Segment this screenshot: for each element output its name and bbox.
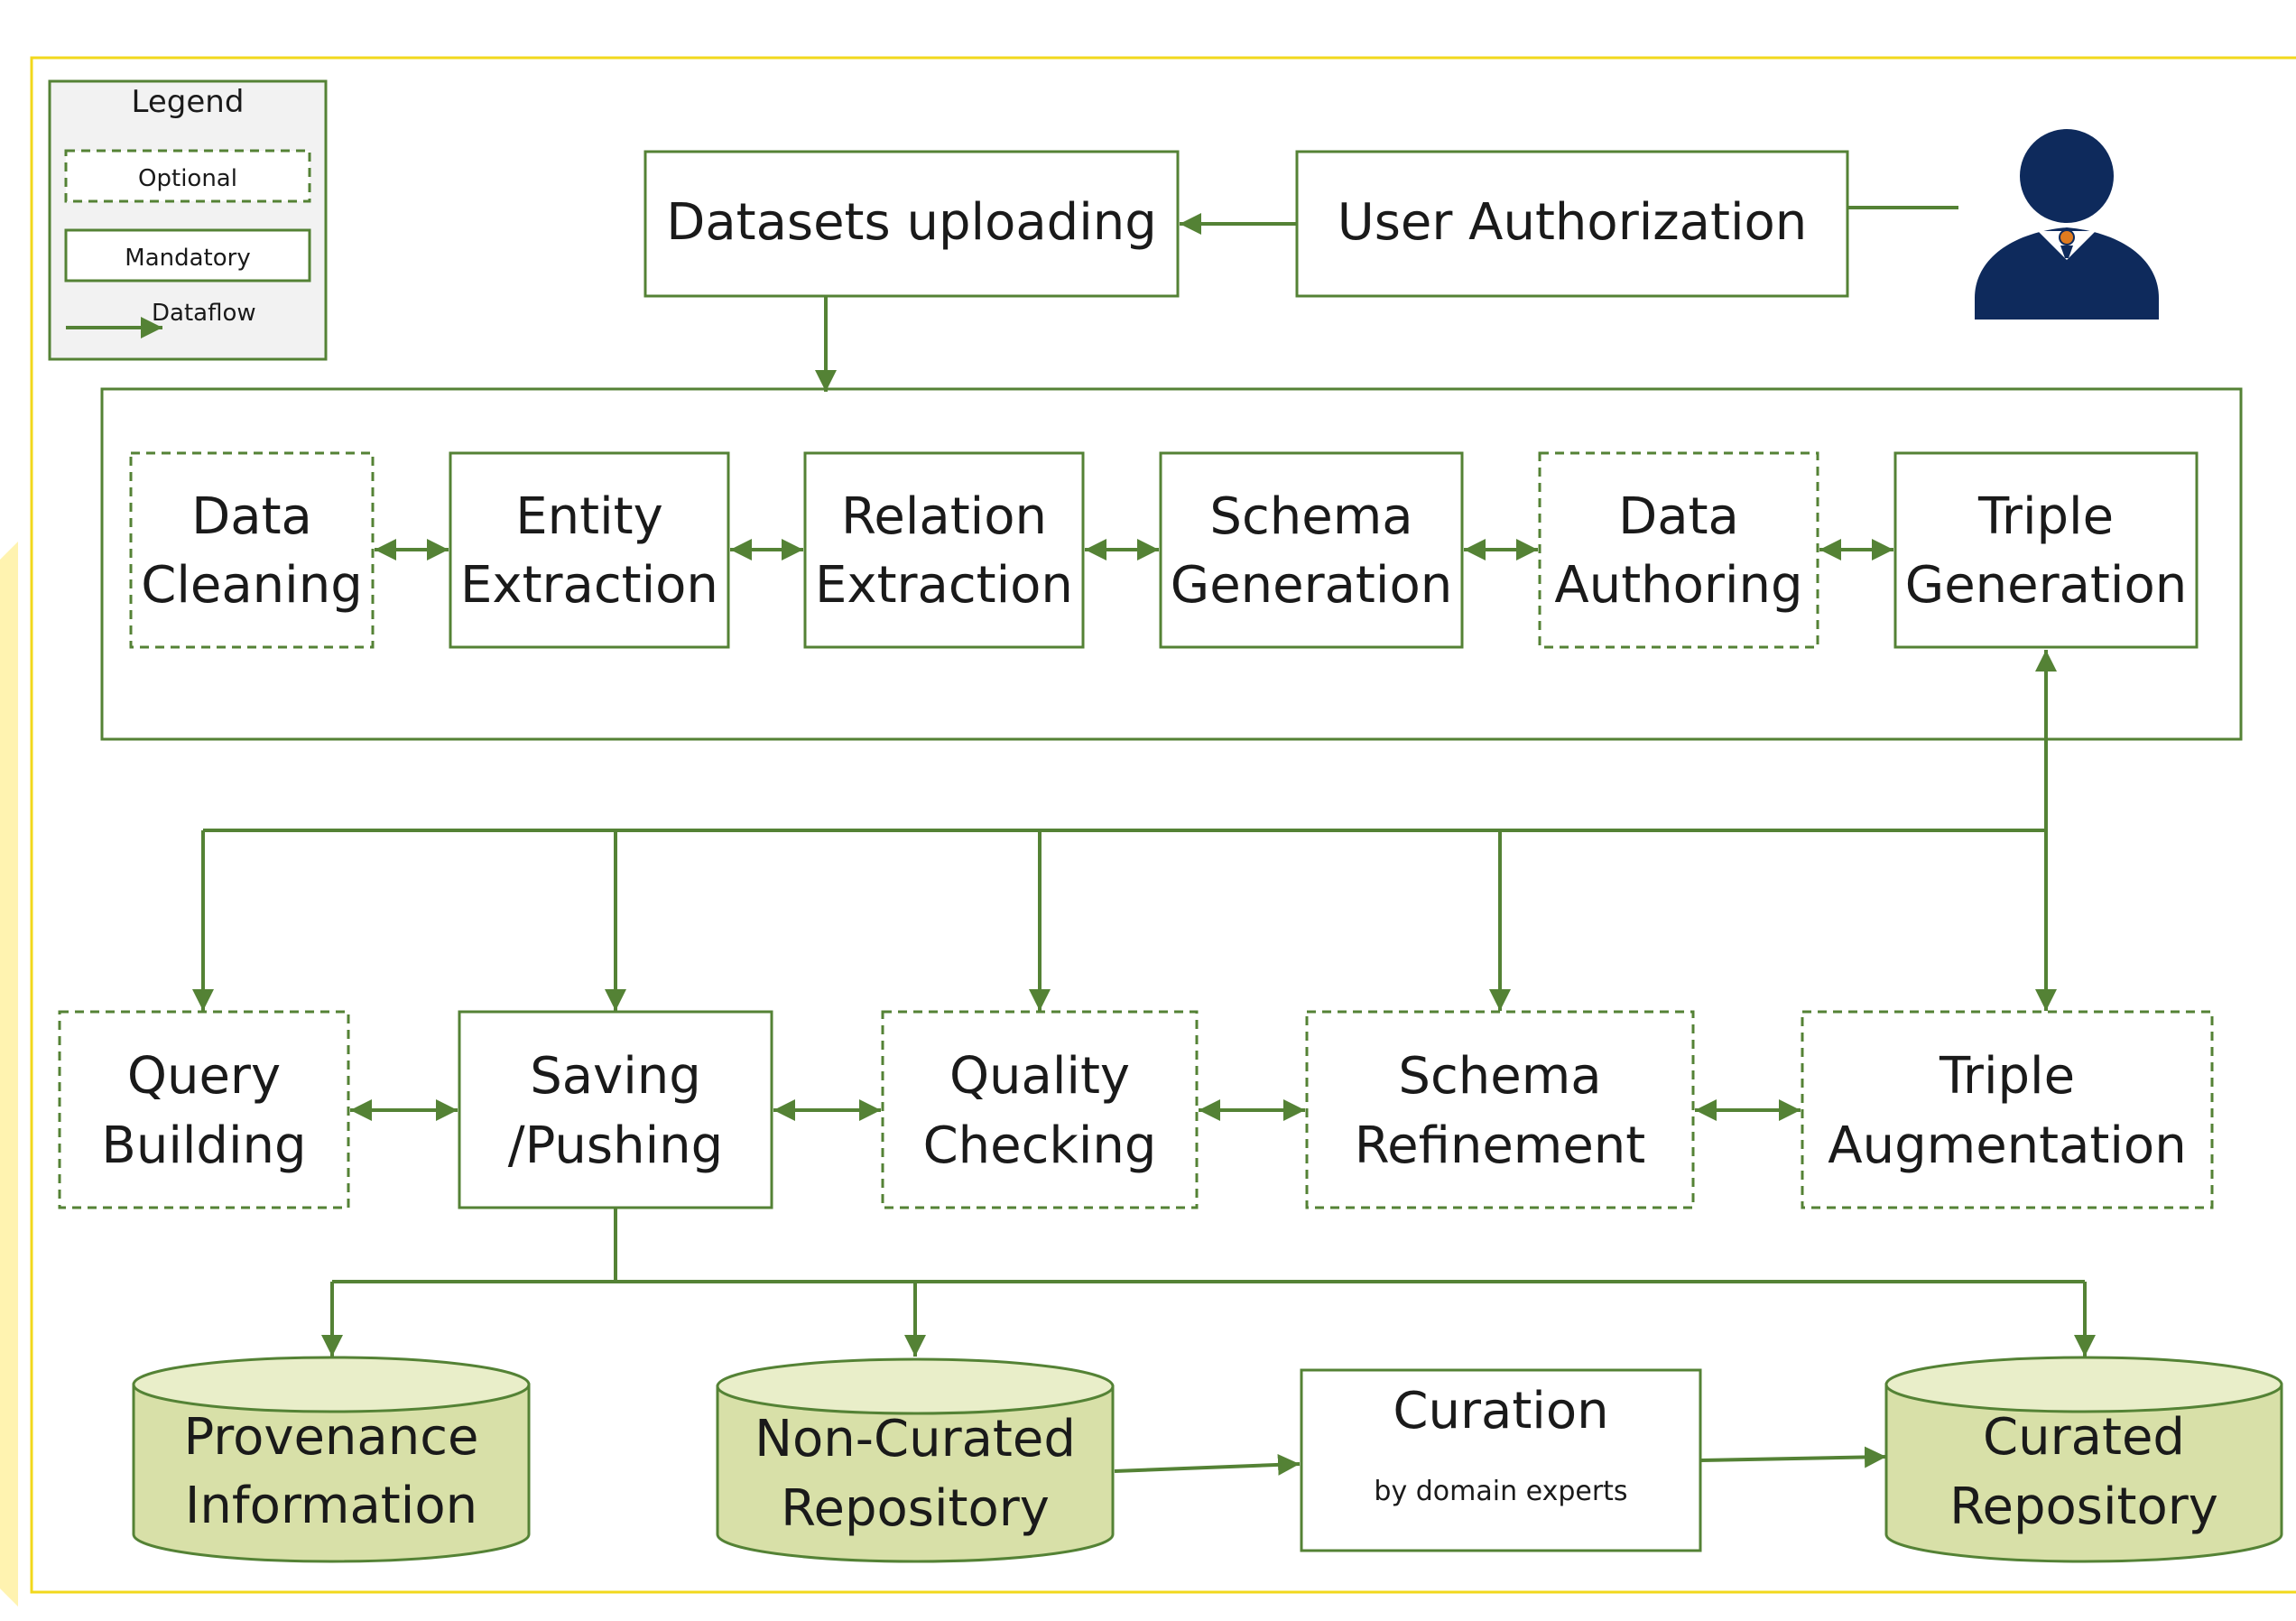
post-stage-line1: Schema (1398, 1047, 1601, 1106)
curated-line2: Repository (1949, 1477, 2218, 1536)
pipeline-stage-box (129, 451, 375, 649)
legend-title: Legend (132, 84, 245, 120)
storage-connectors (321, 1208, 2096, 1476)
legend-box (48, 79, 328, 361)
post-stage-line1: Saving (530, 1047, 701, 1106)
post-stage-line1: Quality (949, 1047, 1130, 1106)
noncurated-line2: Repository (781, 1479, 1050, 1538)
legend-optional-label: Optional (138, 165, 237, 192)
pipeline-stage-line1: Triple (1977, 487, 2114, 546)
pipeline-stage-box (1538, 451, 1819, 649)
legend-optional-swatch (64, 149, 311, 203)
noncurated-line1: Non-Curated (755, 1410, 1076, 1468)
pipeline-stage-line1: Schema (1209, 487, 1412, 546)
user-authorization-label: User Authorization (1338, 193, 1808, 252)
pipeline-stage-line2: Generation (1171, 556, 1452, 615)
provenance-cylinder: Provenance Information (132, 1356, 531, 1563)
pipeline-stage-line1: Entity (515, 487, 663, 546)
legend-mandatory-label: Mandatory (125, 245, 250, 272)
pipeline-stage-line2: Extraction (815, 556, 1073, 615)
post-stage-line1: Triple (1939, 1047, 2075, 1106)
pipeline-stage-line2: Cleaning (141, 556, 363, 615)
curation-to-curated-arrow (1700, 1446, 1887, 1468)
post-stage-box (458, 1010, 773, 1209)
post-stage-line2: Checking (923, 1116, 1157, 1175)
pipeline-stage-line1: Data (1618, 487, 1739, 546)
curated-line1: Curated (1983, 1408, 2185, 1467)
pipeline-stage-line1: Data (191, 487, 312, 546)
post-stage-box (58, 1010, 350, 1209)
post-stage-box (1801, 1010, 2214, 1209)
pipeline-stage-box (1159, 451, 1464, 649)
post-stage-line2: Augmentation (1828, 1116, 2186, 1175)
noncurated-cylinder: Non-Curated Repository (716, 1357, 1115, 1563)
post-stage-line2: /Pushing (508, 1116, 723, 1175)
curation-title: Curation (1393, 1382, 1608, 1440)
datasets-uploading-label: Datasets uploading (666, 193, 1157, 252)
post-stage-line1: Query (127, 1047, 281, 1106)
user-icon (1975, 129, 2159, 320)
curation-box (1300, 1368, 1702, 1552)
legend-mandatory-swatch (64, 228, 311, 283)
noncurated-to-curation-arrow (1114, 1453, 1301, 1476)
provenance-line2: Information (185, 1477, 477, 1535)
pipeline-stage-line2: Extraction (460, 556, 718, 615)
provenance-line1: Provenance (184, 1408, 479, 1467)
post-stage-line2: Building (101, 1116, 306, 1175)
curation-subtitle: by domain experts (1374, 1476, 1627, 1507)
post-stage-line2: Refinement (1355, 1116, 1646, 1175)
pipeline-stage-box (1893, 451, 2199, 649)
post-stage-box (1305, 1010, 1695, 1209)
pipeline-frame (100, 387, 2243, 741)
outer-frame (30, 56, 2296, 1594)
legend-dataflow-label: Dataflow (152, 300, 256, 327)
left-band (0, 542, 18, 1607)
legend: Legend Optional Mandatory Dataflow (48, 79, 328, 361)
pipeline-stage-box (449, 451, 730, 649)
pipeline-stage-box (803, 451, 1085, 649)
pipeline-stage-line2: Generation (1905, 556, 2187, 615)
curated-cylinder: Curated Repository (1884, 1356, 2283, 1563)
datasets-uploading-box (643, 150, 1180, 298)
pipeline-stage-line1: Relation (841, 487, 1047, 546)
post-stage-box (881, 1010, 1199, 1209)
fanout-connectors (192, 650, 2057, 1011)
curation-box-group: Curation by domain experts (1300, 1368, 1702, 1552)
pipeline-stage-line2: Authoring (1554, 556, 1802, 615)
